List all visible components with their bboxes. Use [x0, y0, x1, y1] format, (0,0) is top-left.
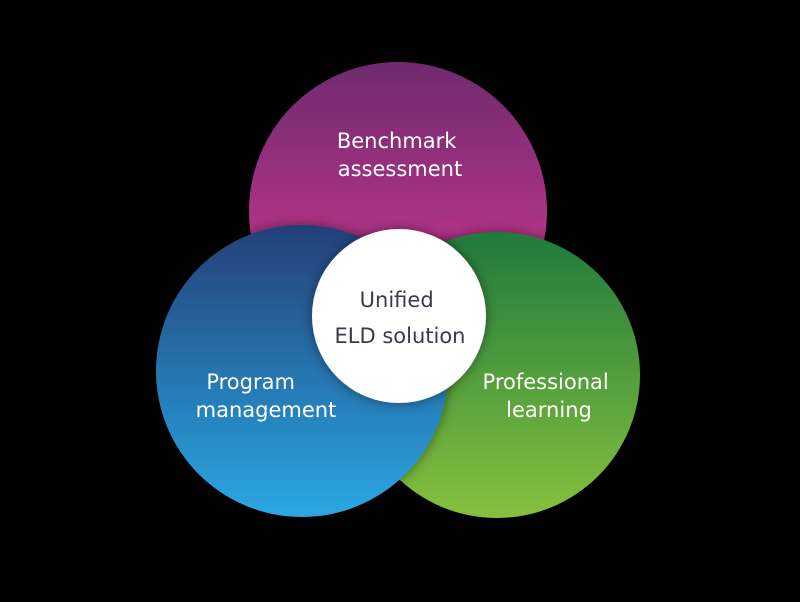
professional-learning-label: Professional learning [483, 370, 616, 422]
benchmark-assessment-label: Benchmark assessment [337, 129, 463, 181]
professional-learning-line-2: learning [506, 398, 592, 422]
program-management-label: Program management [196, 370, 337, 422]
benchmark-assessment-line-1: Benchmark [337, 129, 457, 153]
center-label-line-1: Unified [360, 288, 434, 312]
unified-eld-solution-label: Unified ELD solution [335, 288, 466, 348]
program-management-line-1: Program [206, 370, 295, 394]
center-label-line-2: ELD solution [335, 324, 466, 348]
program-management-line-2: management [196, 398, 337, 422]
professional-learning-line-1: Professional [483, 370, 609, 394]
benchmark-assessment-line-2: assessment [338, 157, 462, 181]
center-circle [312, 229, 486, 403]
